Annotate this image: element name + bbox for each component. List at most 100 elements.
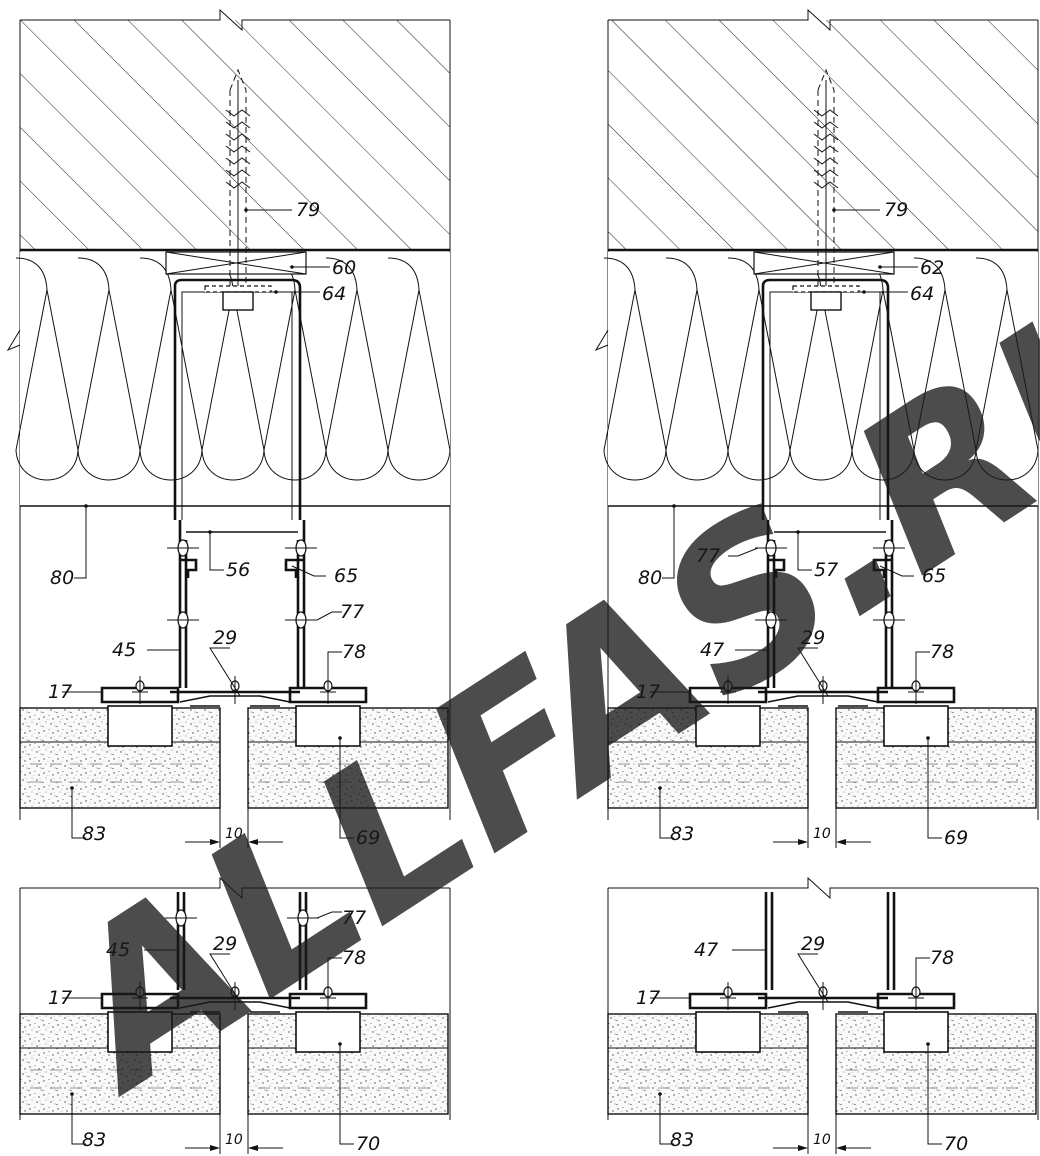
callout-label: 80 [50,567,74,589]
dimension-arrow [836,1145,846,1151]
washer [792,285,860,293]
callout-label: 69 [944,827,968,849]
leader-line [71,788,86,839]
leader-dot [70,1092,74,1096]
leader-dot [290,265,294,269]
leader-line [209,647,241,697]
anchor-block-right [295,1011,361,1053]
leader-line [71,1094,86,1145]
leader-line [291,565,326,577]
bracket-cross [753,251,895,275]
callout-label: 77 [342,907,366,929]
insulation-fiber [603,257,667,481]
callout-label: 62 [920,257,944,279]
callout-label: 10 [225,826,243,842]
anchor-block-left [695,705,761,747]
washer [204,285,272,293]
leader-dot [84,504,88,508]
anchor-block-right [883,705,949,747]
leader-line [728,547,759,557]
insulation-fiber [727,257,791,481]
callout-label: 64 [910,283,934,305]
frame-left [100,992,180,1010]
break-line [608,876,1038,900]
callout-label: 83 [670,1129,694,1151]
anchor-block-right [883,1011,949,1053]
callout-label: 83 [82,823,106,845]
leader-dot [672,504,676,508]
leader-line [915,957,930,988]
guide-right [298,892,308,990]
callout-label: 78 [342,641,366,663]
callout-label: 65 [922,565,946,587]
callout-label: 57 [814,559,838,581]
leader-dot [244,208,248,212]
frame-left [688,686,768,704]
callout-label: 17 [636,987,660,1009]
insulation-fiber [665,257,729,481]
dimension-arrow [836,839,846,845]
leader-line [74,506,87,579]
bracket-profile [761,278,890,520]
concrete-wall [608,20,1038,250]
guide-right [886,892,896,990]
callout-label: 10 [813,826,831,842]
callout-label: 65 [334,565,358,587]
guide-area [174,520,308,670]
anchor-block-right [295,705,361,747]
callout-label: 47 [694,939,718,961]
callout-label: 29 [801,627,825,649]
callout-label: 47 [700,639,724,661]
leader-dot [796,530,800,534]
callout-label: 17 [48,681,72,703]
insulation-fiber [77,257,141,481]
leader-line [327,651,342,682]
leader-dot [338,736,342,740]
frame-left [100,686,180,704]
leader-dot [274,290,278,294]
leader-dot [926,736,930,740]
guide-left [176,892,186,990]
callout-label: 29 [213,627,237,649]
nut [222,291,254,311]
leader-dot [832,208,836,212]
insulation-fiber [15,257,79,481]
callout-label: 80 [638,567,662,589]
callout-label: 64 [322,283,346,305]
callout-label: 45 [106,939,130,961]
callout-label: 79 [884,199,908,221]
leader-line [797,532,812,571]
callout-label: 29 [801,933,825,955]
clip-right [284,558,304,578]
callout-label: 10 [813,1132,831,1148]
callout-label: 83 [82,1129,106,1151]
dimension-arrow [248,839,258,845]
bracket-profile [173,278,302,520]
anchor-block-left [107,1011,173,1053]
leader-dot [208,530,212,534]
clip-left [768,558,786,578]
leader-line [209,953,241,1003]
break-line [20,876,450,900]
callout-label: 79 [296,199,320,221]
leader-line [797,647,829,697]
break-mark [6,329,21,352]
insulation-fiber [913,257,977,481]
dimension-arrow [210,1145,220,1151]
insulation-fiber [975,257,1039,481]
nut [810,291,842,311]
leader-line [927,1044,942,1145]
insulation-fiber [387,257,451,481]
frame-left [688,992,768,1010]
break-mark [594,329,609,352]
clip-right [872,558,892,578]
dimension-arrow [798,839,808,845]
callout-label: 29 [213,933,237,955]
dimension-arrow [210,839,220,845]
callout-label: 70 [356,1133,380,1155]
frame-right [876,686,956,704]
